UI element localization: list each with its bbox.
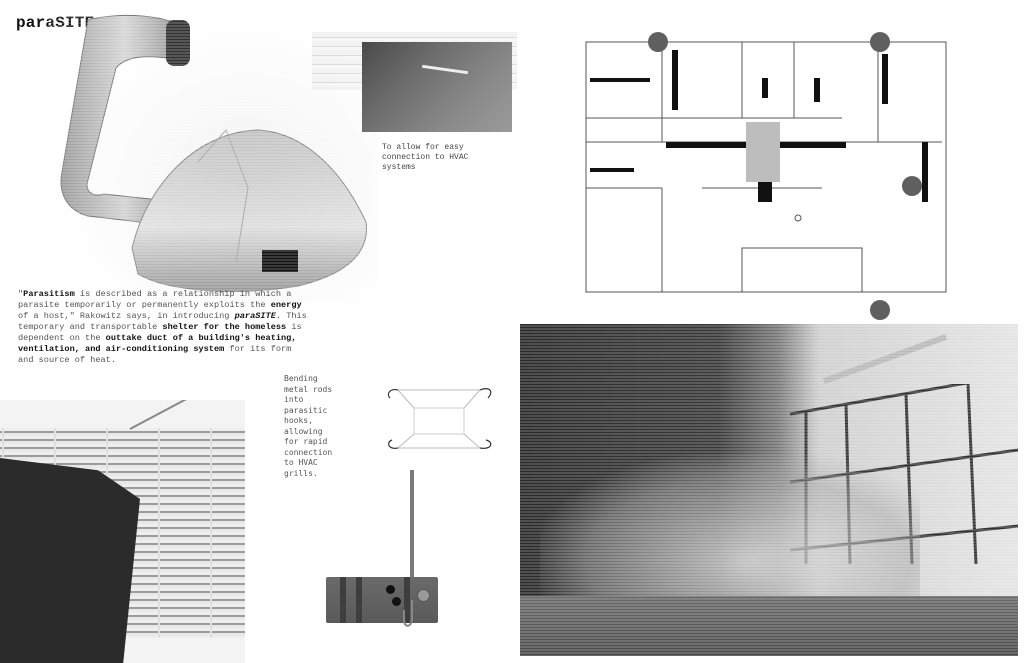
hook-sketch xyxy=(387,388,492,449)
plastic-duct-attachment xyxy=(362,42,512,132)
grille-photo xyxy=(0,400,245,663)
ceiling-light xyxy=(822,333,948,385)
term-shelter: shelter for the homeless xyxy=(162,322,287,332)
hvac-connection-caption: To allow for easy connection to HVAC sys… xyxy=(382,143,469,172)
screw-icon xyxy=(417,589,430,602)
metal-rod xyxy=(410,470,414,610)
metal-rods-caption: Bending metal rods into parasitic hooks,… xyxy=(284,374,333,478)
page-title: paraSITE xyxy=(16,14,94,32)
interior-photo xyxy=(520,324,1018,656)
bent-hook xyxy=(403,600,413,627)
black-bag xyxy=(0,458,140,663)
floor xyxy=(520,596,1018,656)
term-energy: energy xyxy=(270,300,302,310)
hook-rod xyxy=(129,400,193,430)
location-marker xyxy=(870,32,890,52)
parasitism-quote: "Parasitism is described as a relationsh… xyxy=(18,289,307,365)
location-marker xyxy=(648,32,668,52)
location-marker xyxy=(902,176,922,196)
location-marker xyxy=(870,300,890,320)
floor-plan xyxy=(582,32,958,320)
inflatable-shelter-image xyxy=(60,14,367,292)
project-name: paraSITE xyxy=(234,311,276,321)
bending-block xyxy=(326,577,438,623)
shelter-illustration xyxy=(48,12,378,302)
term-duct: outtake duct of a building's heating, ve… xyxy=(18,333,297,354)
hvac-connection-photo xyxy=(312,14,517,132)
term-parasitism: Parasitism xyxy=(23,289,75,299)
floor-plan-drawing xyxy=(585,41,947,293)
